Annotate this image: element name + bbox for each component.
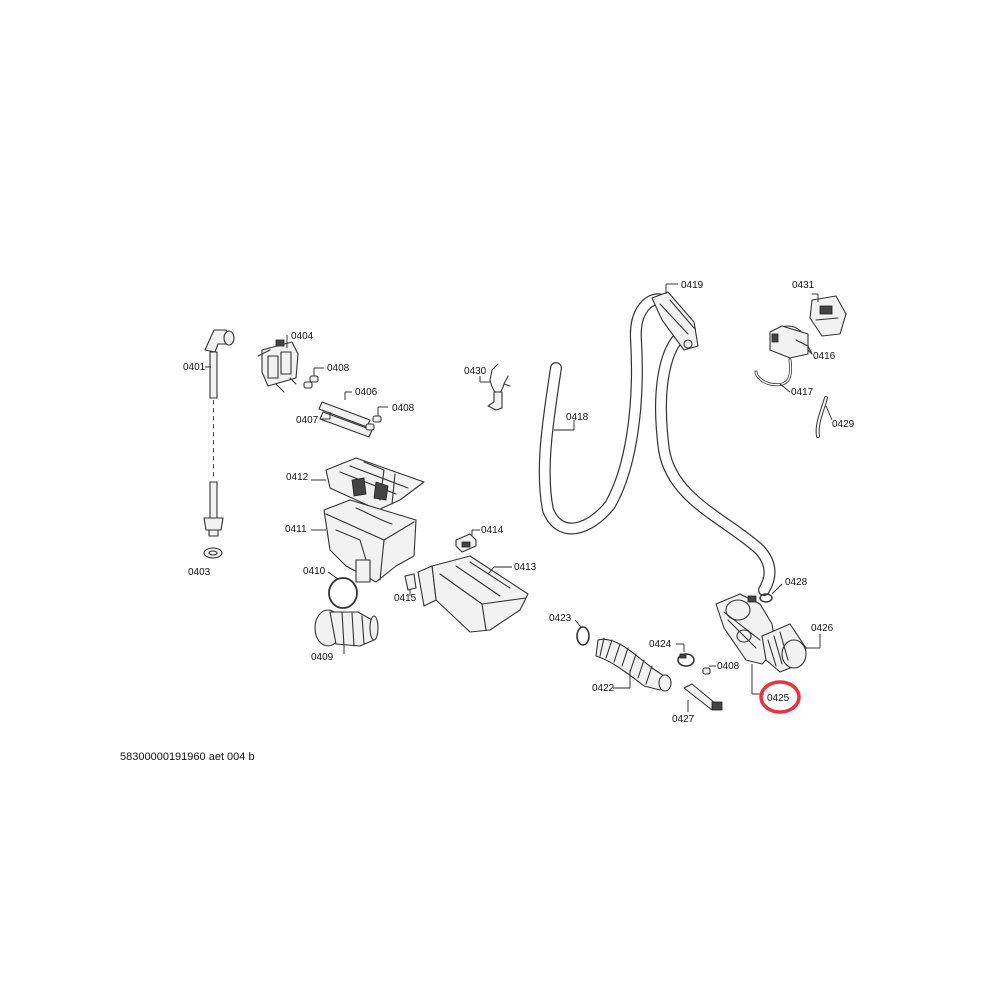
label-0411[interactable]: 0411 — [285, 524, 307, 535]
part-0431-bracket[interactable] — [809, 295, 847, 337]
part-0404-inlet-valve[interactable] — [257, 339, 299, 393]
part-0401-inlet-hose[interactable] — [203, 329, 235, 537]
part-0428-hose-clamp[interactable] — [759, 593, 773, 603]
label-0418[interactable]: 0418 — [566, 412, 589, 423]
label-0406[interactable]: 0406 — [355, 387, 378, 398]
part-0415-clip[interactable] — [404, 573, 417, 591]
highlight-ring-0425 — [759, 680, 801, 714]
part-0407-hose[interactable] — [319, 411, 373, 438]
label-0431[interactable]: 0431 — [792, 280, 815, 291]
label-0423[interactable]: 0423 — [549, 613, 572, 624]
label-0417[interactable]: 0417 — [791, 387, 814, 398]
part-0413-detergent-drawer[interactable] — [417, 555, 529, 633]
label-0409[interactable]: 0409 — [311, 652, 334, 663]
part-0411-dispenser-housing[interactable] — [323, 499, 417, 583]
part-0409-elbow-bellow[interactable] — [314, 609, 379, 647]
part-0424-hose-clamp[interactable] — [677, 653, 695, 667]
part-0430-hose-holder[interactable] — [487, 363, 511, 411]
part-0429-tube-piece[interactable] — [815, 396, 828, 438]
label-0401[interactable]: 0401 — [183, 362, 206, 373]
label-0429[interactable]: 0429 — [832, 419, 855, 430]
label-0416[interactable]: 0416 — [813, 351, 836, 362]
label-0430[interactable]: 0430 — [464, 366, 487, 377]
part-0416-pressure-switch[interactable] — [769, 325, 813, 359]
part-0422-pump-hose[interactable] — [595, 637, 672, 692]
label-0413[interactable]: 0413 — [514, 562, 537, 573]
label-0419[interactable]: 0419 — [681, 280, 704, 291]
label-0408-upper[interactable]: 0408 — [327, 363, 350, 374]
label-0407[interactable]: 0407 — [296, 415, 319, 426]
label-0408-pump[interactable]: 0408 — [717, 661, 740, 672]
label-0425[interactable]: 0425 — [767, 693, 790, 704]
part-0408-clamp-pump[interactable] — [702, 667, 711, 675]
part-0412-dispenser-cover[interactable] — [325, 457, 425, 511]
part-0408-clamp-upper[interactable] — [303, 375, 319, 389]
label-0414[interactable]: 0414 — [481, 525, 504, 536]
part-0418-drain-hose[interactable] — [538, 293, 776, 596]
part-0423-clamp-ring[interactable] — [576, 626, 590, 646]
label-0426[interactable]: 0426 — [811, 623, 834, 634]
label-0422[interactable]: 0422 — [592, 683, 615, 694]
part-0403-seal-washer[interactable] — [203, 547, 223, 559]
label-0403[interactable]: 0403 — [188, 567, 211, 578]
label-0412[interactable]: 0412 — [286, 472, 309, 483]
label-0408-lower[interactable]: 0408 — [392, 403, 415, 414]
label-0424[interactable]: 0424 — [649, 639, 672, 650]
part-0408-clamp-lower[interactable] — [365, 415, 382, 431]
part-0417-pressure-tube[interactable] — [754, 358, 793, 387]
part-0419-hose-connector[interactable] — [651, 291, 699, 351]
label-0427[interactable]: 0427 — [672, 714, 695, 725]
label-0404[interactable]: 0404 — [291, 331, 314, 342]
part-0426-pump-filter[interactable] — [761, 623, 807, 673]
part-0410-gasket-ring[interactable] — [328, 577, 358, 609]
label-0428[interactable]: 0428 — [785, 577, 808, 588]
part-0427-small-hose[interactable] — [683, 683, 723, 711]
label-0415[interactable]: 0415 — [394, 593, 417, 604]
label-0410[interactable]: 0410 — [303, 566, 326, 577]
part-0414-small-insert[interactable] — [455, 533, 477, 553]
diagram-code: 58300000191960 aet 004 b — [120, 751, 255, 763]
